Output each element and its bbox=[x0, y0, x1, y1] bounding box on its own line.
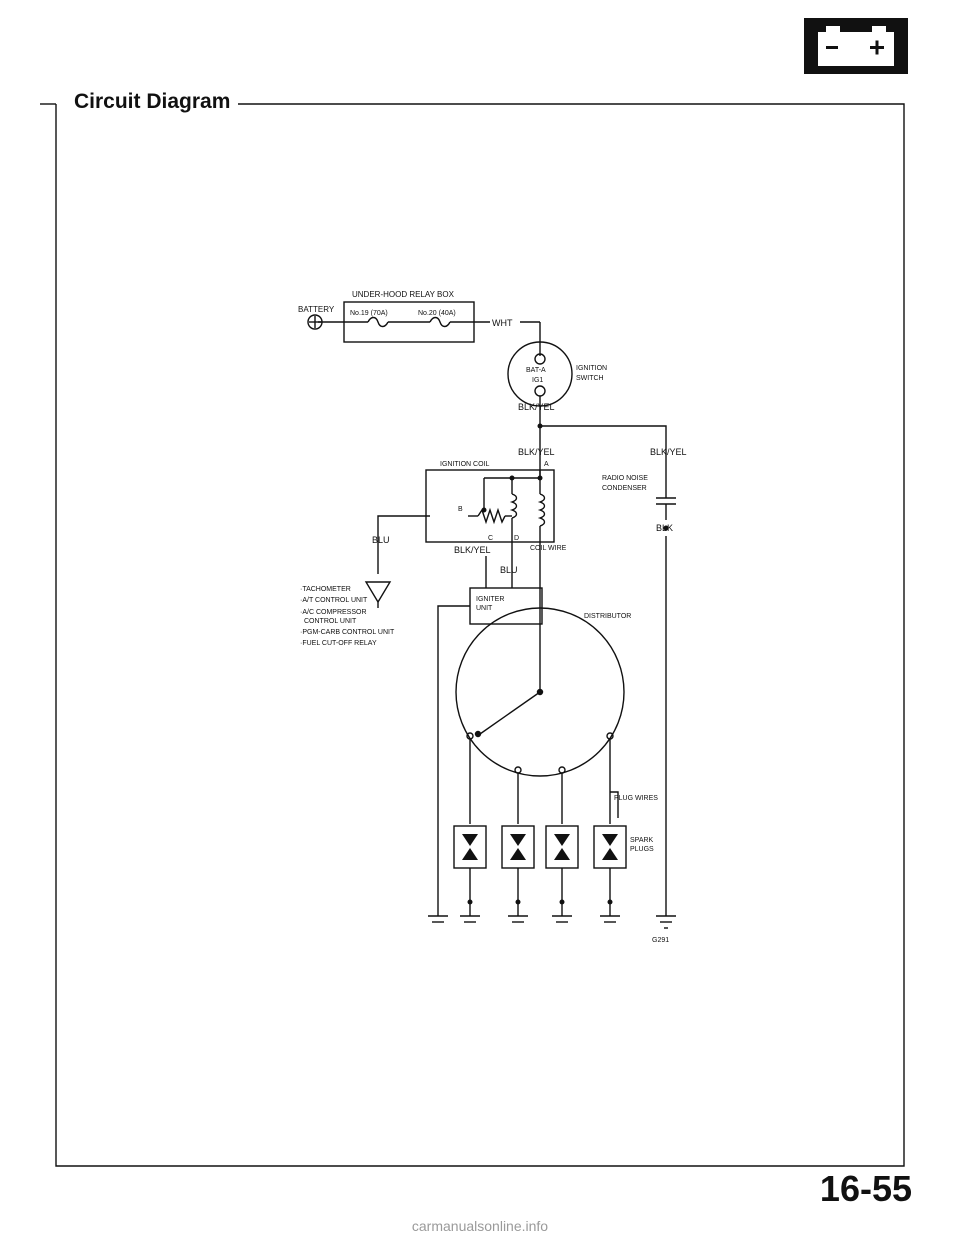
ig1-label: IG1 bbox=[532, 377, 543, 384]
wire-blk-yel-label-3: BLK/YEL bbox=[650, 447, 687, 457]
watermark: carmanualsonline.info bbox=[411, 1218, 549, 1234]
wire-blk-yel-label-2: BLK/YEL bbox=[518, 447, 555, 457]
radio-noise-label-2: CONDENSER bbox=[602, 485, 647, 492]
fuse-19-label: No.19 (70A) bbox=[350, 310, 388, 317]
relay-box-label: UNDER-HOOD RELAY BOX bbox=[352, 290, 455, 299]
terminal-b-label: B bbox=[458, 506, 463, 513]
ignition-switch-label: IGNITION bbox=[576, 365, 607, 372]
spark-plugs-label-2: PLUGS bbox=[630, 846, 654, 853]
wire-blu-label-1: BLU bbox=[372, 535, 390, 545]
wire-blu-label-2: BLU bbox=[500, 565, 518, 575]
blu-item: ·PGM-CARB CONTROL UNIT bbox=[300, 629, 395, 636]
coil-wire-label: COIL WIRE bbox=[530, 545, 567, 552]
igniter-label-1: IGNITER bbox=[476, 596, 504, 603]
blu-item: ·A/T CONTROL UNIT bbox=[300, 597, 368, 604]
terminal-d-label: D bbox=[514, 535, 519, 542]
spark-plugs-label-1: SPARK bbox=[630, 837, 654, 844]
blu-item: ·A/C COMPRESSOR bbox=[300, 609, 367, 616]
wire-blk-yel-label-4: BLK/YEL bbox=[454, 545, 491, 555]
radio-noise-label-1: RADIO NOISE bbox=[602, 475, 648, 482]
terminal-c-label: C bbox=[488, 535, 493, 542]
battery-label: BATTERY bbox=[298, 305, 335, 314]
ignition-switch-label-2: SWITCH bbox=[576, 375, 604, 382]
battery-icon bbox=[804, 18, 908, 74]
wire-blk-yel-label-1: BLK/YEL bbox=[518, 402, 555, 412]
wire-wht-label: WHT bbox=[492, 318, 513, 328]
blu-item: CONTROL UNIT bbox=[304, 618, 357, 625]
blu-item: ·FUEL CUT-OFF RELAY bbox=[300, 640, 377, 647]
wire-blk-label: BLK bbox=[656, 523, 673, 533]
ground-g291-label: G291 bbox=[652, 937, 669, 944]
terminal-a-label: A bbox=[544, 461, 549, 468]
plug-wires-label: PLUG WIRES bbox=[614, 795, 658, 802]
igniter-label-2: UNIT bbox=[476, 605, 493, 612]
section-title: Circuit Diagram bbox=[66, 90, 239, 114]
page-number: 16-55 bbox=[819, 1168, 912, 1209]
fuse-20-label: No.20 (40A) bbox=[418, 310, 456, 317]
distributor-label: DISTRIBUTOR bbox=[584, 613, 631, 620]
ignition-coil-label: IGNITION COIL bbox=[440, 461, 490, 468]
blu-item: ·TACHOMETER bbox=[300, 586, 351, 593]
bat-a-label: BAT-A bbox=[526, 367, 546, 374]
